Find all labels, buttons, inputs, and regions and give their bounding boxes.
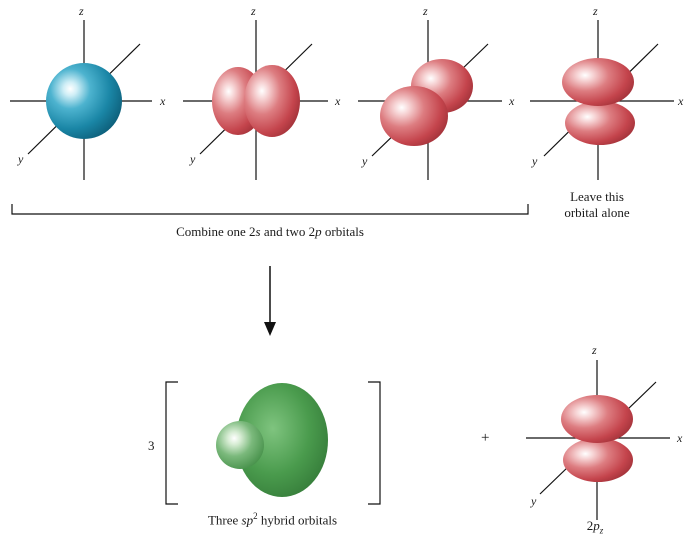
axis-label-y: y bbox=[18, 153, 23, 165]
leave-alone-caption: Leave this orbital alone bbox=[545, 189, 649, 221]
plus-sign: + bbox=[481, 431, 489, 446]
combine-prefix: Combine one 2 bbox=[176, 224, 255, 239]
hybrid-coefficient: 3 bbox=[148, 439, 155, 452]
hybrid-caption-sp: sp bbox=[242, 512, 254, 527]
axis-label-z: z bbox=[423, 5, 428, 17]
pz-caption: 2pz bbox=[570, 518, 620, 536]
s-orbital-sphere bbox=[46, 63, 122, 139]
axis-label-y: y bbox=[362, 155, 367, 167]
hybrid-caption: Three sp2 hybrid orbitals bbox=[170, 511, 375, 528]
pz-caption-sub: z bbox=[600, 526, 604, 536]
combine-caption: Combine one 2s and two 2p orbitals bbox=[120, 224, 420, 240]
hybrid-small-lobe bbox=[216, 421, 264, 469]
pz-result-lobe-top bbox=[561, 395, 633, 443]
hybrid-caption-suffix: hybrid orbitals bbox=[258, 512, 337, 527]
hybrid-left-bracket bbox=[166, 382, 178, 504]
axis-label-x: x bbox=[509, 95, 514, 107]
axis-label-y: y bbox=[531, 495, 536, 507]
axis-label-x: x bbox=[678, 95, 683, 107]
hybrid-caption-prefix: Three bbox=[208, 512, 242, 527]
orbital-2pz bbox=[530, 20, 674, 180]
axis-label-z: z bbox=[592, 344, 597, 356]
sp2-hybrid-orbital bbox=[216, 383, 328, 497]
py-lobe-front bbox=[380, 86, 448, 146]
axis-label-x: x bbox=[160, 95, 165, 107]
axis-label-x: x bbox=[677, 432, 682, 444]
axis-label-z: z bbox=[79, 5, 84, 17]
combine-bracket bbox=[12, 204, 528, 214]
orbital-2s bbox=[10, 20, 152, 180]
combine-mid: and two 2 bbox=[261, 224, 316, 239]
axis-label-y: y bbox=[532, 155, 537, 167]
combine-suffix: orbitals bbox=[322, 224, 364, 239]
orbital-2pz-result bbox=[526, 360, 670, 520]
orbital-2py bbox=[358, 20, 502, 180]
down-arrow bbox=[264, 266, 276, 336]
axis-label-z: z bbox=[593, 5, 598, 17]
axis-label-y: y bbox=[190, 153, 195, 165]
hybrid-right-bracket bbox=[368, 382, 380, 504]
leave-alone-line1: Leave this bbox=[545, 189, 649, 205]
pz-lobe-top bbox=[562, 58, 634, 106]
px-lobe-front bbox=[244, 65, 300, 137]
axis-label-z: z bbox=[251, 5, 256, 17]
orbital-2px bbox=[183, 20, 328, 180]
leave-alone-line2: orbital alone bbox=[545, 205, 649, 221]
pz-lobe-bottom bbox=[565, 101, 635, 145]
pz-result-lobe-bottom bbox=[563, 438, 633, 482]
axis-label-x: x bbox=[335, 95, 340, 107]
